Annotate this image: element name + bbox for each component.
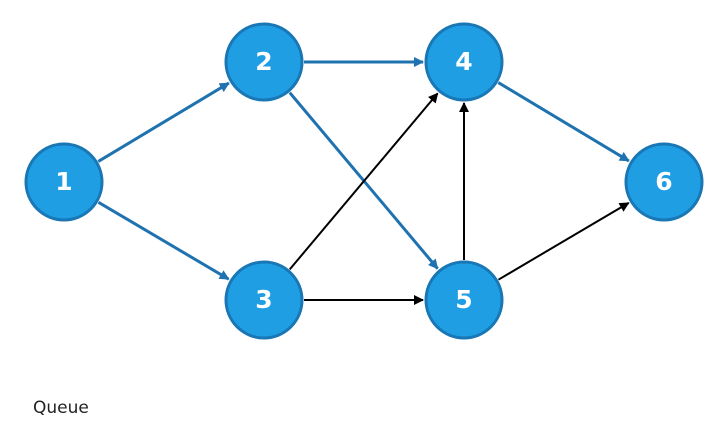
node-circle-3 <box>224 260 304 340</box>
node-circle-1 <box>24 142 104 222</box>
node-label-1: 1 <box>55 167 72 196</box>
node-3: 3 <box>224 260 304 340</box>
node-circle-2 <box>224 22 304 102</box>
edge-5-6 <box>497 201 630 281</box>
node-label-3: 3 <box>255 285 272 314</box>
node-label-4: 4 <box>455 47 472 76</box>
node-label-5: 5 <box>455 285 472 314</box>
node-6: 6 <box>624 142 704 222</box>
edge-4-6 <box>497 81 630 163</box>
node-2: 2 <box>224 22 304 102</box>
node-5: 5 <box>424 260 504 340</box>
node-4: 4 <box>424 22 504 102</box>
edge-3-4 <box>288 92 439 271</box>
node-circle-6 <box>624 142 704 222</box>
node-label-2: 2 <box>255 47 272 76</box>
node-1: 1 <box>24 142 104 222</box>
node-label-6: 6 <box>655 167 672 196</box>
edge-1-2 <box>97 81 230 163</box>
nodes-layer: 1 2 3 4 5 6 <box>24 22 704 340</box>
edges-layer <box>97 57 630 305</box>
queue-label: Queue <box>33 398 89 418</box>
node-circle-5 <box>424 260 504 340</box>
node-circle-4 <box>424 22 504 102</box>
edge-1-3 <box>97 201 230 281</box>
